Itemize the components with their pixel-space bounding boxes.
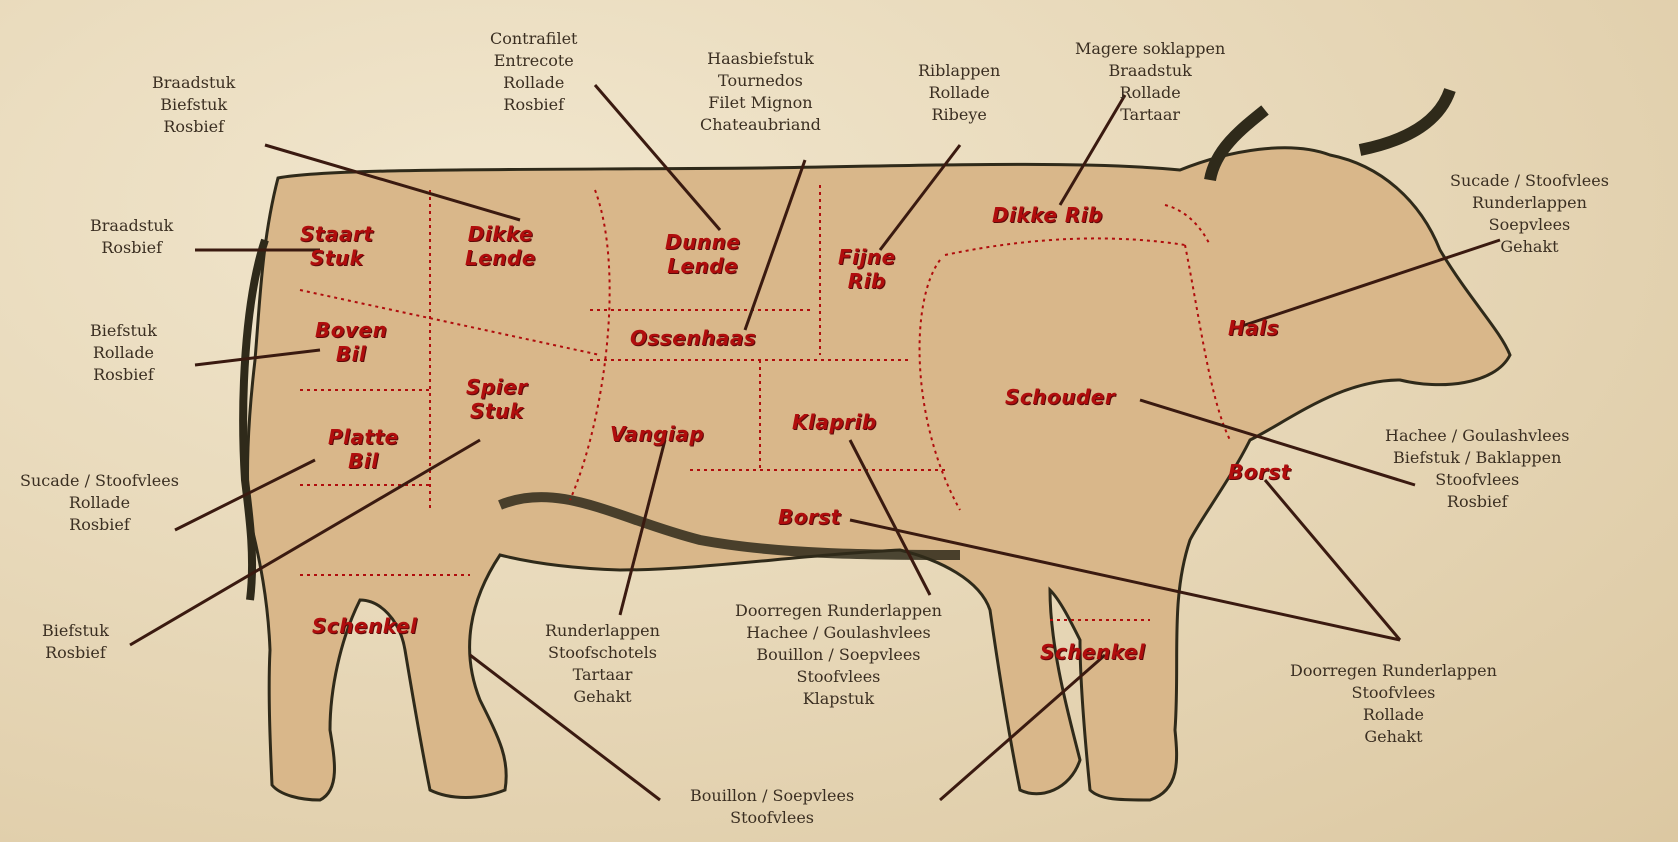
cut-spier-stuk: Spier Stuk [466, 375, 528, 423]
cut-staart-stuk: Staart Stuk [300, 222, 373, 270]
label-line: Biefstuk [90, 320, 157, 342]
label-line: Biefstuk [152, 94, 235, 116]
cut-hals: Hals [1228, 316, 1279, 340]
cut-schenkel-rear: Schenkel [312, 614, 417, 638]
label-line: Rosbief [90, 364, 157, 386]
label-line: Contrafilet [490, 28, 577, 50]
cut-schenkel-front: Schenkel [1040, 640, 1145, 664]
label-line: Stoofvlees [1290, 682, 1497, 704]
label-line: Biefstuk / Baklappen [1385, 447, 1569, 469]
label-line: Rosbief [1385, 491, 1569, 513]
label-line: Braadstuk [1075, 60, 1225, 82]
label-line: Tartaar [545, 664, 660, 686]
label-line: Doorregen Runderlappen [735, 600, 942, 622]
label-line: Rollade [918, 82, 1000, 104]
label-line: Rollade [1290, 704, 1497, 726]
label-line: Filet Mignon [700, 92, 821, 114]
label-line: Bouillon / Soepvlees [735, 644, 942, 666]
label-line: Rosbief [490, 94, 577, 116]
label-line: Gehakt [545, 686, 660, 708]
label-line: Stoofvlees [690, 807, 854, 829]
label-line: Soepvlees [1450, 214, 1609, 236]
label-line: Bouillon / Soepvlees [690, 785, 854, 807]
label-line: Gehakt [1290, 726, 1497, 748]
label-line: Rollade [20, 492, 179, 514]
label-line: Ribeye [918, 104, 1000, 126]
cut-klaprib: Klaprib [792, 410, 877, 434]
label-line: Rollade [1075, 82, 1225, 104]
label-line: Braadstuk [152, 72, 235, 94]
cut-fijne-rib: Fijne Rib [838, 245, 896, 293]
cut-vangiap: Vangiap [610, 422, 704, 446]
label-line: Hachee / Goulashvlees [1385, 425, 1569, 447]
label-line: Riblappen [918, 60, 1000, 82]
label-line: Rosbief [152, 116, 235, 138]
label-line: Rosbief [90, 237, 173, 259]
cut-borst-body: Borst [778, 505, 841, 529]
cut-schouder: Schouder [1005, 385, 1115, 409]
label-line: Stoofvlees [1385, 469, 1569, 491]
label-line: Rollade [490, 72, 577, 94]
label-line: Klapstuk [735, 688, 942, 710]
label-line: Biefstuk [42, 620, 109, 642]
label-line: Magere soklappen [1075, 38, 1225, 60]
label-line: Sucade / Stoofvlees [20, 470, 179, 492]
label-line: Doorregen Runderlappen [1290, 660, 1497, 682]
label-line: Stoofschotels [545, 642, 660, 664]
label-line: Gehakt [1450, 236, 1609, 258]
label-line: Braadstuk [90, 215, 173, 237]
label-line: Chateaubriand [700, 114, 821, 136]
right-horn [1360, 90, 1450, 150]
cut-dikke-lende: Dikke Lende [465, 222, 536, 270]
label-line: Rollade [90, 342, 157, 364]
cut-boven-bil: Boven Bil [315, 318, 387, 366]
cut-borst-front: Borst [1228, 460, 1291, 484]
label-line: Tournedos [700, 70, 821, 92]
cut-ossenhaas: Ossenhaas [630, 326, 756, 350]
label-line: Entrecote [490, 50, 577, 72]
label-line: Haasbiefstuk [700, 48, 821, 70]
label-line: Runderlappen [545, 620, 660, 642]
label-line: Runderlappen [1450, 192, 1609, 214]
label-line: Tartaar [1075, 104, 1225, 126]
label-line: Rosbief [20, 514, 179, 536]
cut-dikke-rib: Dikke Rib [992, 203, 1103, 227]
label-line: Sucade / Stoofvlees [1450, 170, 1609, 192]
label-line: Hachee / Goulashvlees [735, 622, 942, 644]
label-line: Rosbief [42, 642, 109, 664]
cut-platte-bil: Platte Bil [328, 425, 399, 473]
cut-dunne-lende: Dunne Lende [665, 230, 740, 278]
label-line: Stoofvlees [735, 666, 942, 688]
